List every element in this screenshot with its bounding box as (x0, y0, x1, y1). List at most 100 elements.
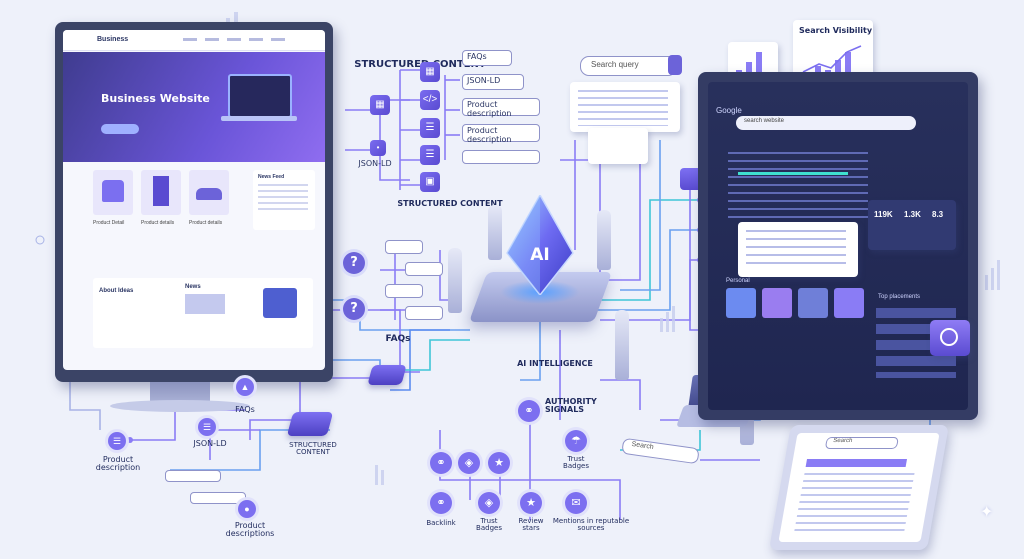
news-image (185, 294, 225, 314)
image-tile-3 (798, 288, 828, 318)
backlink-icon-top: ⚭ (430, 452, 452, 474)
faq-box-4 (405, 306, 443, 320)
product-label-2: Product details (141, 220, 175, 226)
image-tile-4 (834, 288, 864, 318)
news-section: About Ideas News (93, 278, 313, 348)
hero-banner: Business Website (63, 52, 325, 162)
image-tile-1 (726, 288, 756, 318)
review-stars-label: Review stars (518, 517, 544, 533)
search-results-lines (578, 90, 668, 126)
trust-badge-icon: ◈ (478, 492, 500, 514)
nav-links (183, 38, 293, 41)
result-snippet-card (588, 128, 648, 164)
jsonld-small-icon: • (370, 140, 386, 156)
structured-item-jsonld: JSON-LD (462, 74, 524, 90)
product-descriptions-icon: ● (238, 500, 256, 518)
laptop-illustration (228, 74, 292, 118)
structured-item-product-description-2: Product description (462, 124, 540, 144)
news-feed-panel: News Feed (253, 170, 315, 230)
sparkle-icon: ✦ (980, 504, 994, 521)
hero-cta-button[interactable] (101, 124, 139, 134)
product-label-1: Product Detail (93, 220, 125, 226)
google-monitor: Google search website 119K 1.3K 8.3 Pers… (698, 72, 978, 420)
document-icon: ☰ (420, 118, 440, 138)
pants-icon (153, 176, 169, 206)
authority-link-icon: ⚭ (518, 400, 540, 422)
product-card-pants[interactable] (141, 170, 181, 215)
news-feed-lines (258, 184, 308, 214)
hero-title: Business Website (101, 92, 210, 105)
structured-hub-icon: ▦ (370, 95, 390, 115)
site-brand: Business (97, 36, 129, 43)
faqs-label: FAQs (385, 334, 411, 344)
product-description-icon: ☰ (108, 432, 126, 450)
business-monitor: Business Business Website Product Detail… (55, 22, 333, 382)
robot-2 (448, 248, 462, 313)
google-logo: Google (716, 106, 742, 115)
product-descriptions-tree-label: Product descriptions (225, 521, 275, 539)
search-query-icon (668, 55, 682, 75)
google-screen: Google search website 119K 1.3K 8.3 Pers… (708, 82, 968, 410)
faqs-tree-label: FAQs (235, 405, 255, 414)
mentions-label: Mentions in reputable sources (552, 517, 630, 533)
ai-glyph: AI (530, 245, 550, 265)
news-feed-title: News Feed (258, 174, 285, 180)
jsonld-small-label: JSON-LD (358, 159, 392, 168)
laptop-base (221, 116, 297, 121)
structured-item-faqs: FAQs (462, 50, 512, 66)
tree-box-1 (165, 470, 221, 482)
backlink-icon: ⚭ (430, 492, 452, 514)
shield-icon-top: ◈ (458, 452, 480, 474)
product-card-shirt[interactable] (93, 170, 133, 215)
news-image-2 (263, 288, 297, 318)
tree-box-2 (190, 492, 246, 504)
about-title: About Ideas (99, 288, 134, 294)
site-header: Business (63, 30, 325, 51)
ai-crystal-icon (506, 195, 574, 295)
bar-3 (756, 52, 762, 88)
mention-icon: ✉ (565, 492, 587, 514)
monitor-stand (150, 382, 210, 402)
structured-tree-label: STRUCTURED CONTENT (289, 441, 337, 457)
trust-badges-top-label: Trust Badges (563, 455, 589, 471)
news-title: News (185, 284, 201, 290)
faq-box-2 (405, 262, 443, 276)
google-search-bar[interactable]: search website (736, 116, 916, 130)
grid-icon: ▦ (420, 62, 440, 82)
hub-chip-left (367, 365, 407, 385)
structured-content-caption: STRUCTURED CONTENT (397, 199, 503, 208)
result-card-lines (746, 230, 846, 270)
monitor-base (110, 400, 250, 412)
authority-signals-title: AUTHORITY SIGNALS (545, 397, 597, 415)
search-query-text: Search query (591, 60, 639, 69)
faq-question-icon-1: ? (343, 252, 365, 274)
robot-3 (597, 210, 611, 270)
faq-box-3 (385, 284, 423, 298)
faq-question-icon-2: ? (343, 298, 365, 320)
faqs-tree-icon: ▲ (236, 378, 254, 396)
stat-2: 1.3K (904, 210, 921, 219)
page-icon: ▣ (420, 172, 440, 192)
business-website-screen: Business Business Website Product Detail… (63, 30, 325, 370)
result-lines (728, 152, 868, 222)
structured-item-blank (462, 150, 540, 164)
google-query: search website (744, 118, 785, 124)
search-small-text: Search (631, 440, 655, 451)
product-card-shoe[interactable] (189, 170, 229, 215)
product-description-tree-label: Product description (95, 455, 141, 473)
trust-badges-label: Trust Badges (476, 517, 502, 533)
shoe-icon (196, 188, 222, 200)
trust-badges-top-icon: ☂ (565, 430, 587, 452)
tablet-search-bar[interactable]: Search (824, 437, 899, 449)
shirt-icon (102, 180, 124, 202)
product-label-3: Product details (189, 220, 223, 226)
tablet-highlight (805, 459, 908, 467)
search-visibility-title: Search Visibility (799, 26, 873, 35)
code-icon: </> (420, 90, 440, 110)
search-results-card (570, 82, 680, 132)
highlight-result (738, 172, 848, 175)
top-placements-label: Top placements (878, 294, 921, 300)
star-icon-top: ★ (488, 452, 510, 474)
jsonld-tree-label: JSON-LD (193, 439, 227, 448)
search-query-bar[interactable]: Search query (580, 55, 682, 76)
